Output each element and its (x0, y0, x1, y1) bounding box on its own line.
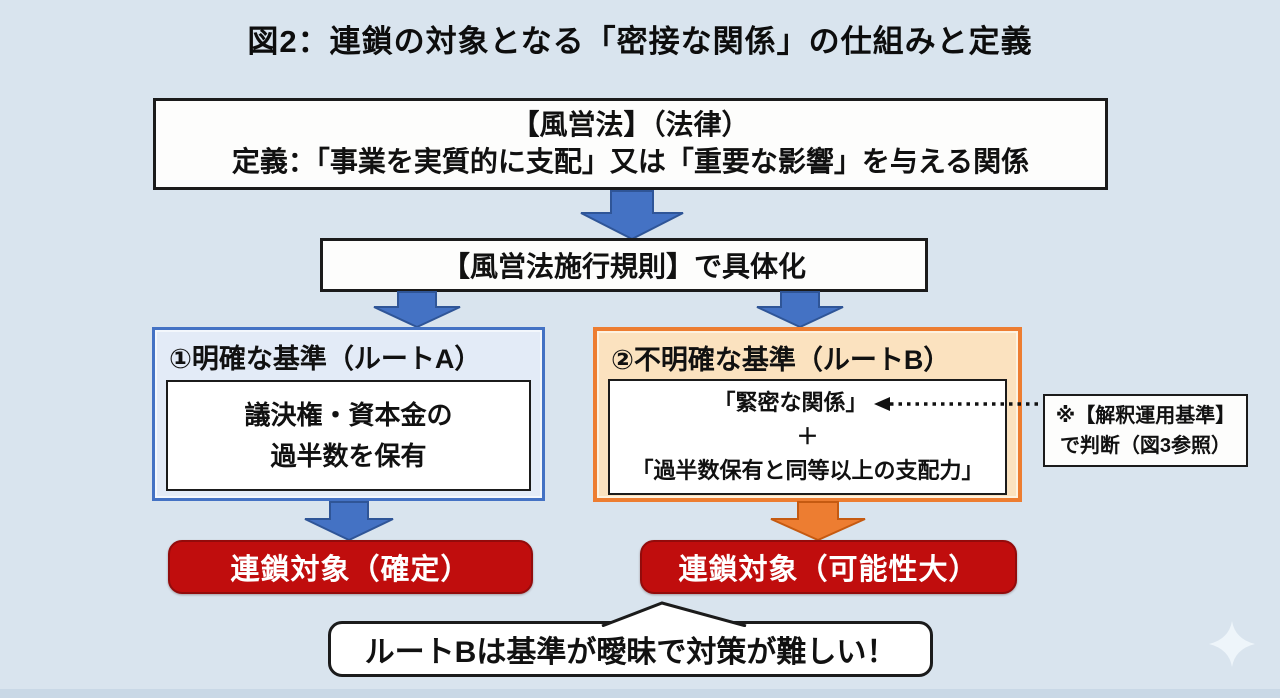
law-box-line2: 定義：「事業を実質的に支配」又は「重要な影響」を与える関係 (231, 146, 1030, 177)
down-arrow-icon (304, 501, 394, 541)
sparkle-icon (1209, 621, 1255, 667)
dotted-left-arrow-icon (874, 397, 1048, 411)
interpretation-note-box: ※【解釈運用基準】 で判断（図3参照） (1043, 394, 1248, 467)
rule-box-label: 【風営法施行規則】で具体化 (441, 251, 806, 282)
rule-box: 【風営法施行規則】で具体化 (320, 238, 928, 292)
route-b-box: ②不明確な基準（ルートB） 「緊密な関係」 ＋ 「過半数保有と同等以上の支配力」 (593, 327, 1022, 502)
route-b-header: ②不明確な基準（ルートB） (611, 345, 951, 375)
result-a-badge: 連鎖対象（確定） (168, 540, 533, 594)
down-arrow-icon (580, 190, 684, 240)
result-b-badge: 連鎖対象（可能性大） (640, 540, 1017, 594)
route-b-criteria-box: 「緊密な関係」 ＋ 「過半数保有と同等以上の支配力」 (608, 379, 1007, 495)
bottom-strip (0, 689, 1280, 698)
down-arrow-icon (770, 501, 866, 541)
route-a-criteria-box: 議決権・資本金の 過半数を保有 (166, 380, 531, 491)
callout-label: ルートBは基準が曖昧で対策が難しい！ (364, 636, 897, 669)
note-box-line1: ※【解釈運用基準】 (1055, 404, 1236, 427)
result-b-label: 連鎖対象（可能性大） (678, 554, 979, 586)
note-box-line2: で判断（図3参照） (1059, 434, 1232, 457)
route-a-box: ①明確な基準（ルートA） 議決権・資本金の 過半数を保有 (152, 327, 545, 501)
route-b-body-line3: 「過半数保有と同等以上の支配力」 (631, 458, 984, 484)
diagram-title: 図2：連鎖の対象となる「密接な関係」の仕組みと定義 (247, 24, 1033, 59)
callout-pointer (601, 601, 747, 627)
result-a-label: 連鎖対象（確定） (230, 554, 471, 586)
route-b-body-line1: 「緊密な関係」 (713, 389, 868, 415)
route-a-body-line2: 過半数を保有 (270, 440, 427, 471)
route-b-body-line2: ＋ (796, 423, 819, 449)
callout-bubble: ルートBは基準が曖昧で対策が難しい！ (328, 621, 933, 677)
route-a-header: ①明確な基準（ルートA） (169, 344, 482, 374)
law-box-line1: 【風営法】（法律） (511, 109, 750, 141)
law-definition-box: 【風営法】（法律） 定義：「事業を実質的に支配」又は「重要な影響」を与える関係 (153, 98, 1108, 190)
down-arrow-icon (756, 291, 844, 328)
down-arrow-icon (373, 291, 461, 328)
route-a-body-line1: 議決権・資本金の (244, 400, 453, 431)
